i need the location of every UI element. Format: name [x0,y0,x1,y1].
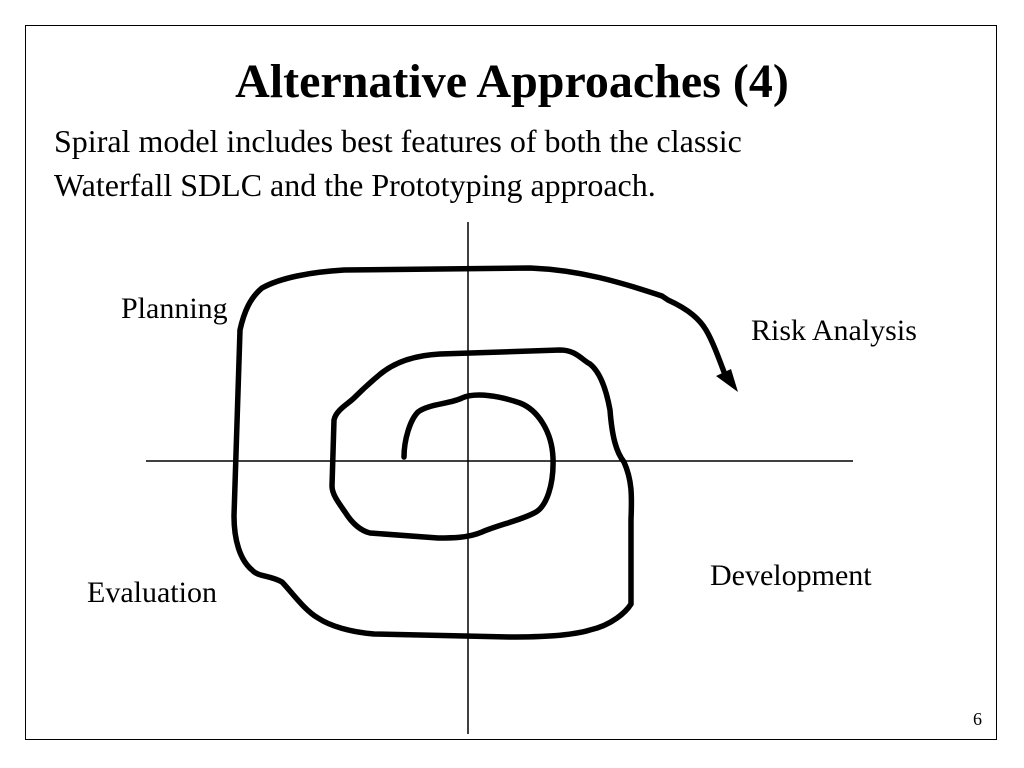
slide-frame [25,25,997,740]
quadrant-label-risk-analysis: Risk Analysis [751,314,917,347]
spiral-path [231,265,727,640]
body-line-1: Spiral model includes best features of b… [54,123,742,159]
slide-body-text: Spiral model includes best features of b… [54,119,974,207]
quadrant-label-development: Development [710,559,872,592]
spiral-arrowhead [716,369,738,392]
slide-title: Alternative Approaches (4) [235,55,789,108]
page-number: 6 [973,709,982,729]
quadrant-label-evaluation: Evaluation [87,576,217,609]
body-line-2: Waterfall SDLC and the Prototyping appro… [54,167,656,203]
quadrant-label-planning: Planning [121,292,228,325]
